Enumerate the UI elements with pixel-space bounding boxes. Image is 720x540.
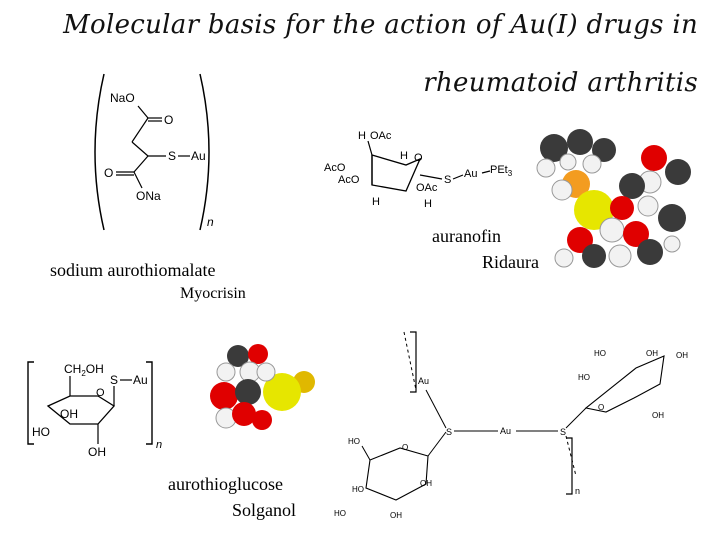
- gold-thiolate-polymer-structure: Au S Au S n O HO HO HO OH OH O HO HO OH …: [334, 331, 688, 520]
- drug-name-aurothiomalate: sodium aurothiomalate: [50, 260, 216, 280]
- aurothioglucose-structure: CH2OH O S Au OH HO OH n: [27, 361, 162, 459]
- sulfur-label: S: [110, 373, 118, 387]
- repeat-n-label: n: [156, 439, 162, 451]
- sulfur-right-label: S: [560, 427, 566, 437]
- hydroxymethyl-label: CH2OH: [64, 362, 104, 378]
- carbonyl-oxygen-2-label: O: [104, 166, 113, 180]
- acetoxy-left-label: AcO: [324, 162, 346, 174]
- sulfur-label: S: [444, 174, 451, 186]
- acetoxy-lower-label: AcO: [338, 174, 360, 186]
- aurothioglucose-space-filling-model: [210, 344, 315, 430]
- hydrogen-label: H: [358, 130, 366, 142]
- sodium-oxide-2-label: ONa: [136, 189, 161, 203]
- hydrogen-lower-label: H: [372, 196, 380, 208]
- right-hydroxyl-label-3: OH: [646, 349, 658, 358]
- gold-top-label: Au: [418, 376, 429, 386]
- acetoxy-right-label: OAc: [416, 182, 438, 194]
- carbonyl-oxygen-label: O: [164, 113, 173, 127]
- left-hydroxyl-label-4: OH: [420, 479, 432, 488]
- left-ring-oxygen-label: O: [402, 443, 408, 452]
- sulfur-label: S: [168, 149, 176, 163]
- gold-label: Au: [133, 373, 148, 387]
- left-hydroxyl-label-2: HO: [352, 485, 364, 494]
- gold-label: Au: [464, 168, 477, 180]
- brand-name-solganol: Solganol: [232, 500, 297, 520]
- sulfur-left-label: S: [446, 427, 452, 437]
- left-hydroxyl-label-1: HO: [348, 437, 360, 446]
- hydrogen-right-label: H: [424, 198, 432, 210]
- right-hydroxyl-label-2: HO: [594, 349, 606, 358]
- gold-center-label: Au: [500, 426, 511, 436]
- auranofin-space-filling-model: [536, 129, 691, 268]
- slide-title-line-2: rheumatoid arthritis: [423, 68, 698, 98]
- drug-name-auranofin: auranofin: [432, 226, 501, 246]
- auranofin-structure: H OAc H O AcO AcO OAc H H S Au PEt3: [324, 130, 513, 210]
- left-hydroxyl-label-3: HO: [334, 509, 346, 518]
- repeat-n-label: n: [207, 215, 214, 229]
- triethylphosphine-label: PEt3: [490, 164, 513, 178]
- ring-hydrogen-label: H: [400, 150, 408, 162]
- repeat-n-label: n: [575, 486, 580, 496]
- right-hydroxyl-label-4: OH: [676, 351, 688, 360]
- right-hydroxyl-label-5: OH: [652, 411, 664, 420]
- sodium-oxide-label: NaO: [110, 91, 135, 105]
- hydroxyl-label-3: OH: [88, 445, 106, 459]
- right-hydroxyl-label-1: HO: [578, 373, 590, 382]
- slide-title-line-1: Molecular basis for the action of Au(I) …: [63, 10, 698, 40]
- hydroxyl-label-2: HO: [32, 425, 50, 439]
- ring-oxygen-label: O: [414, 152, 423, 164]
- right-ring-oxygen-label: O: [598, 403, 604, 412]
- gold-label: Au: [191, 149, 206, 163]
- aurothiomalate-structure: NaO O S Au O ONa n: [94, 73, 214, 231]
- drug-name-aurothioglucose: aurothioglucose: [168, 474, 283, 494]
- brand-name-ridaura: Ridaura: [482, 252, 539, 272]
- left-hydroxyl-label-5: OH: [390, 511, 402, 520]
- acetoxy-top-label: OAc: [370, 130, 392, 142]
- hydroxyl-label-1: OH: [60, 407, 78, 421]
- brand-name-myocrisin: Myocrisin: [180, 285, 246, 302]
- ring-oxygen-label: O: [96, 387, 105, 399]
